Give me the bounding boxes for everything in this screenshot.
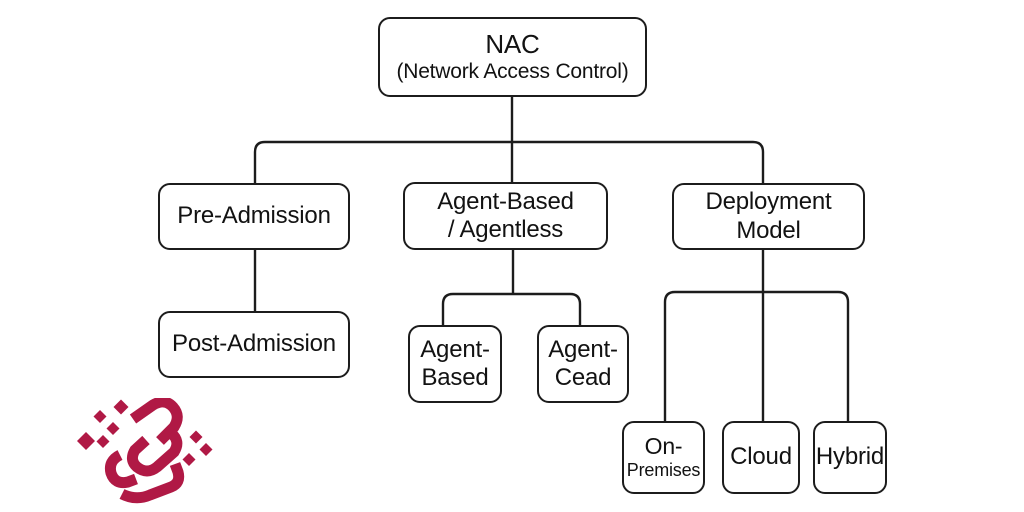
logo-stroke <box>119 462 185 504</box>
node-agent-cead-line1: Agent- <box>548 335 618 363</box>
logo-diamond-icon <box>189 430 203 444</box>
node-deployment-line1: Deployment <box>705 188 832 216</box>
logo-diamond-icon <box>182 453 196 466</box>
node-agent-based: Agent- Based <box>408 325 502 403</box>
logo-diamond-icon <box>93 410 107 423</box>
node-deployment-model: Deployment Model <box>672 183 865 250</box>
node-on-premises: On- Premises <box>622 421 705 494</box>
logo-stroke <box>129 398 183 445</box>
node-agent-mode-line1: Agent-Based <box>437 187 574 215</box>
node-hybrid-label: Hybrid <box>815 443 885 471</box>
node-agent-based-agentless: Agent-Based / Agentless <box>403 182 608 250</box>
node-agent-mode-line2: / Agentless <box>447 216 564 243</box>
node-agent-cead-line2: Cead <box>554 364 612 391</box>
node-agent-based-line1: Agent- <box>420 335 490 363</box>
node-on-premises-line2: Premises <box>626 460 701 481</box>
node-deployment-line2: Model <box>736 216 801 244</box>
node-cloud-label: Cloud <box>730 443 792 471</box>
node-on-premises-line1: On- <box>644 433 683 460</box>
logo-diamond-icon <box>199 443 213 456</box>
logo-stroke <box>126 428 183 477</box>
brand-logo <box>77 398 213 504</box>
node-nac-subtitle: (Network Access Control) <box>396 59 629 83</box>
logo-diamond-icon <box>77 432 95 450</box>
node-agent-based-line2: Based <box>421 364 489 391</box>
node-agent-cead: Agent- Cead <box>537 325 629 403</box>
edge-nac-bus <box>253 140 765 183</box>
node-post-admission-label: Post-Admission <box>172 330 336 358</box>
node-pre-admission-label: Pre-Admission <box>177 202 331 230</box>
edge-deployment-bus <box>663 290 850 421</box>
node-nac: NAC (Network Access Control) <box>378 17 647 97</box>
logo-diamond-icon <box>96 435 110 448</box>
node-hybrid: Hybrid <box>813 421 887 494</box>
logo-diamond-icon <box>113 399 129 415</box>
logo-stroke <box>104 450 138 489</box>
node-pre-admission: Pre-Admission <box>158 183 350 250</box>
node-cloud: Cloud <box>722 421 800 494</box>
edge-agent-bus <box>441 292 582 325</box>
node-post-admission: Post-Admission <box>158 311 350 378</box>
logo-diamond-icon <box>106 422 120 435</box>
node-nac-title: NAC <box>485 29 540 60</box>
